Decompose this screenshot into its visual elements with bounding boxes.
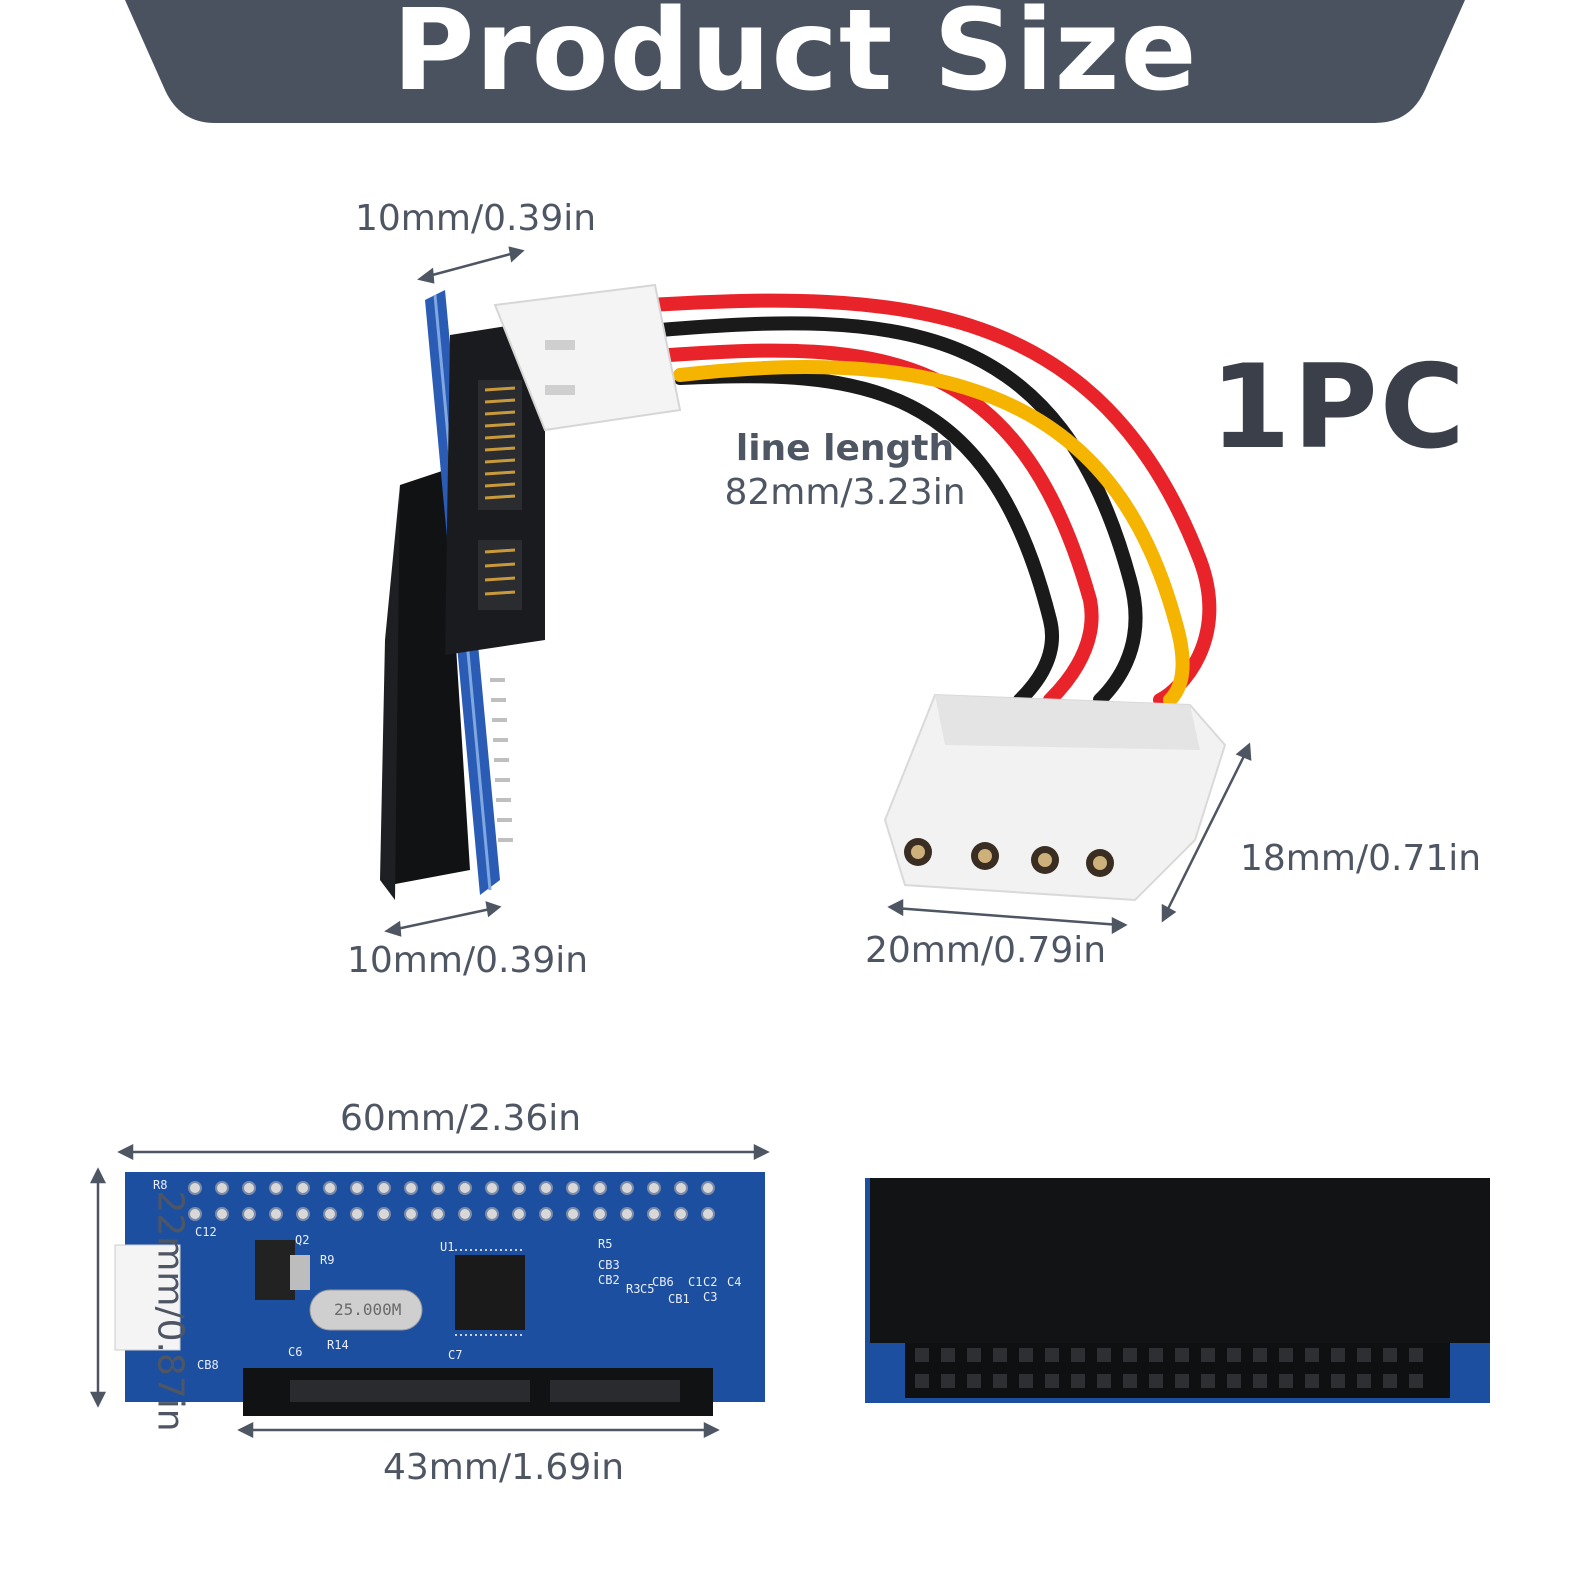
pcb-front	[114, 1172, 765, 1416]
top-connector-dimension: 10mm/0.39in	[355, 198, 597, 239]
molex-width-dimension: 20mm/0.79in	[865, 930, 1107, 971]
small-power-connector	[493, 283, 682, 432]
sata-connector-side	[445, 320, 545, 655]
quantity-label: 1PC	[1210, 340, 1467, 475]
cable-length-title: line length	[735, 428, 955, 469]
page-title: Product Size	[392, 0, 1198, 116]
dimension-arrows	[89, 246, 1252, 1439]
sata-width-dimension: 43mm/1.69in	[383, 1447, 625, 1488]
board-width-dimension: 60mm/2.36in	[340, 1098, 582, 1139]
cable-length-value: 82mm/3.23in	[724, 472, 966, 513]
banner-shape	[125, 0, 1465, 123]
ide-connector-front	[865, 1178, 1490, 1403]
bottom-connector-dimension: 10mm/0.39in	[347, 940, 589, 981]
title-banner: Product Size	[125, 0, 1465, 123]
molex-height-dimension: 18mm/0.71in	[1240, 838, 1482, 879]
molex-connector	[883, 693, 1227, 902]
power-cable	[643, 293, 1217, 707]
board-height-dimension: 22mm/0.87in	[149, 1190, 191, 1432]
